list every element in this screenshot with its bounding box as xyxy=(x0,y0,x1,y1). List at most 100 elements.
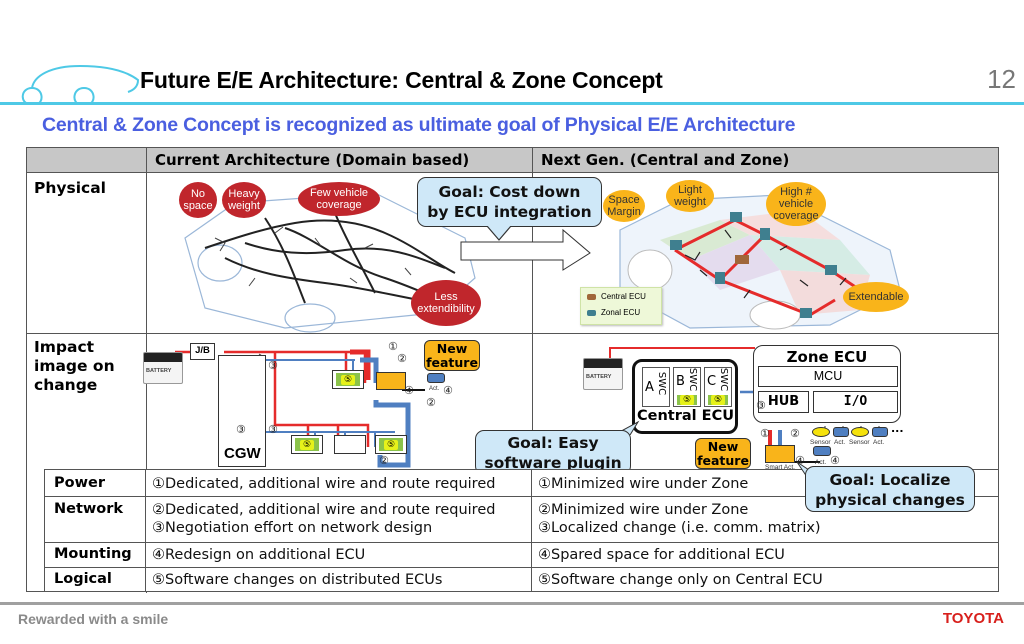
mark-4-ecu: ④ xyxy=(404,384,414,397)
col-divider-2 xyxy=(532,148,533,470)
act-label-next: Act. xyxy=(815,459,827,466)
central-ecu-box: A SWC B SWC ⑤ C SWC ⑤ Central ECU xyxy=(632,359,738,434)
row-label-physical: Physical xyxy=(34,179,106,197)
goal-localize-line2: physical changes xyxy=(815,491,965,509)
legend-zonal-ecu: Zonal ECU xyxy=(601,308,641,317)
ecu-box-lower-1: ⑤ xyxy=(291,435,323,454)
mark-4-act-next: ④ xyxy=(830,454,840,467)
smart-actuator-box xyxy=(765,445,795,463)
mark-3-upper: ③ xyxy=(268,359,278,372)
header-divider xyxy=(0,102,1024,105)
details-col-divider-1 xyxy=(145,470,146,591)
sensor-icon xyxy=(851,427,869,437)
row-divider xyxy=(27,333,998,334)
details-col-divider-2 xyxy=(531,470,532,591)
details-label-power: Power xyxy=(54,475,105,491)
benefit-cloud-space-margin: Space Margin xyxy=(603,190,645,222)
next-gen-zone-car-illustration xyxy=(619,194,901,330)
mark-3-hub: ③ xyxy=(756,399,766,412)
issue-cloud-heavy-weight: Heavy weight xyxy=(224,184,264,216)
actuator-icon xyxy=(872,427,888,437)
io-more-ellipsis: ... xyxy=(891,422,904,435)
car-logo-icon xyxy=(10,64,140,105)
details-label-mounting: Mounting xyxy=(54,546,132,562)
mark-5: ⑤ xyxy=(679,395,695,405)
new-ecu-box xyxy=(376,372,406,390)
software-mark: ⑤ xyxy=(295,438,319,451)
footer-tagline: Rewarded with a smile xyxy=(18,611,169,627)
io-label-sensor-1: Sensor xyxy=(810,439,831,446)
actuator-icon xyxy=(427,373,445,383)
actuator-icon xyxy=(833,427,849,437)
ecu-legend: Central ECU Zonal ECU xyxy=(580,287,662,325)
transition-arrow-icon xyxy=(460,226,591,271)
mark-2-upper: ② xyxy=(397,352,407,365)
goal-plugin-line2: software plugin xyxy=(484,454,622,472)
details-power-next: ①Minimized wire under Zone xyxy=(538,476,749,492)
mark-1-next: ① xyxy=(760,427,770,440)
junction-box: J/B xyxy=(190,343,215,360)
details-mounting-next: ④Spared space for additional ECU xyxy=(538,547,785,563)
new-feature-callout-next: New feature xyxy=(695,438,751,469)
mark-5: ⑤ xyxy=(299,439,315,450)
battery-label-next: BATTERY xyxy=(586,374,612,380)
benefit-cloud-light-weight: Light weight xyxy=(666,180,714,212)
goal-cost-down-line1: Goal: Cost down xyxy=(438,183,581,201)
page-title: Future E/E Architecture: Central & Zone … xyxy=(140,67,663,93)
benefit-cloud-high-vehicle-coverage-text: High # vehicle coverage xyxy=(766,182,826,226)
goal-localize-bubble: Goal: Localize physical changes xyxy=(805,466,975,512)
details-row-divider xyxy=(45,542,998,543)
swc-label: SWC xyxy=(655,371,667,396)
swc-b: B SWC ⑤ xyxy=(673,367,701,407)
smart-act-label: Smart Act. xyxy=(765,464,795,471)
details-mounting-current: ④Redesign on additional ECU xyxy=(152,547,366,563)
details-row-divider xyxy=(45,496,998,497)
current-harness-car-illustration xyxy=(184,192,476,333)
issue-cloud-few-vehicle-coverage: Few vehicle coverage xyxy=(300,184,378,214)
swc-label: SWC xyxy=(717,367,729,392)
battery-icon: BATTERY xyxy=(143,352,183,384)
central-gateway-box: CGW xyxy=(218,355,266,467)
mark-5: ⑤ xyxy=(710,395,726,405)
new-feature-line2: feature xyxy=(426,355,478,370)
mark-1: ① xyxy=(388,340,398,353)
page-subtitle: Central & Zone Concept is recognized as … xyxy=(42,114,796,136)
new-feature-line1: New xyxy=(436,341,468,356)
new-feature-line2: feature xyxy=(697,453,749,468)
details-row-divider xyxy=(45,567,998,568)
comparison-table: Current Architecture (Domain based) Next… xyxy=(26,147,999,593)
details-network-current-2: ③Negotiation effort on network design xyxy=(152,520,433,536)
swc-a: A SWC xyxy=(642,367,670,407)
details-power-current: ①Dedicated, additional wire and route re… xyxy=(152,476,496,492)
benefit-cloud-extendable: Extendable xyxy=(843,282,909,312)
swc-c-label: C xyxy=(707,374,717,389)
issue-cloud-no-space: No space xyxy=(181,184,215,216)
mark-2-right: ② xyxy=(426,396,436,409)
details-logical-next: ⑤Software change only on Central ECU xyxy=(538,572,823,588)
goal-cost-down-line2: by ECU integration xyxy=(427,203,592,221)
details-network-current-1: ②Dedicated, additional wire and route re… xyxy=(152,502,496,518)
mark-5: ⑤ xyxy=(340,374,356,385)
benefit-cloud-high-vehicle-coverage: High # vehicle coverage xyxy=(748,182,834,226)
swc-c: C SWC ⑤ xyxy=(704,367,732,407)
new-feature-line1: New xyxy=(707,439,739,454)
ecu-box-lower-3: ⑤ xyxy=(375,435,407,454)
details-label-network: Network xyxy=(54,501,124,517)
ecu-box-upper: ⑤ xyxy=(332,370,364,389)
battery-label: BATTERY xyxy=(146,368,172,374)
sensor-icon xyxy=(812,427,830,437)
zone-ecu-label: Zone ECU xyxy=(786,348,868,366)
brand-logo: TOYOTA xyxy=(942,610,1004,627)
hub-block: HUB xyxy=(758,391,809,413)
central-ecu-legend-swatch xyxy=(587,294,596,300)
swc-b-label: B xyxy=(676,374,685,389)
zone-ecu-box: Zone ECU MCU HUB I/O xyxy=(753,345,901,423)
mark-4-act: ④ xyxy=(443,384,453,397)
issue-cloud-less-extendibility: Less extendibility xyxy=(413,282,479,324)
software-mark: ⑤ xyxy=(708,395,728,405)
page-number: 12 xyxy=(987,64,1016,94)
mark-4-smart: ④ xyxy=(795,454,805,467)
row-label-impact: Impact image on change xyxy=(34,338,115,394)
software-mark: ⑤ xyxy=(677,395,697,405)
header-next-gen: Next Gen. (Central and Zone) xyxy=(541,151,790,169)
